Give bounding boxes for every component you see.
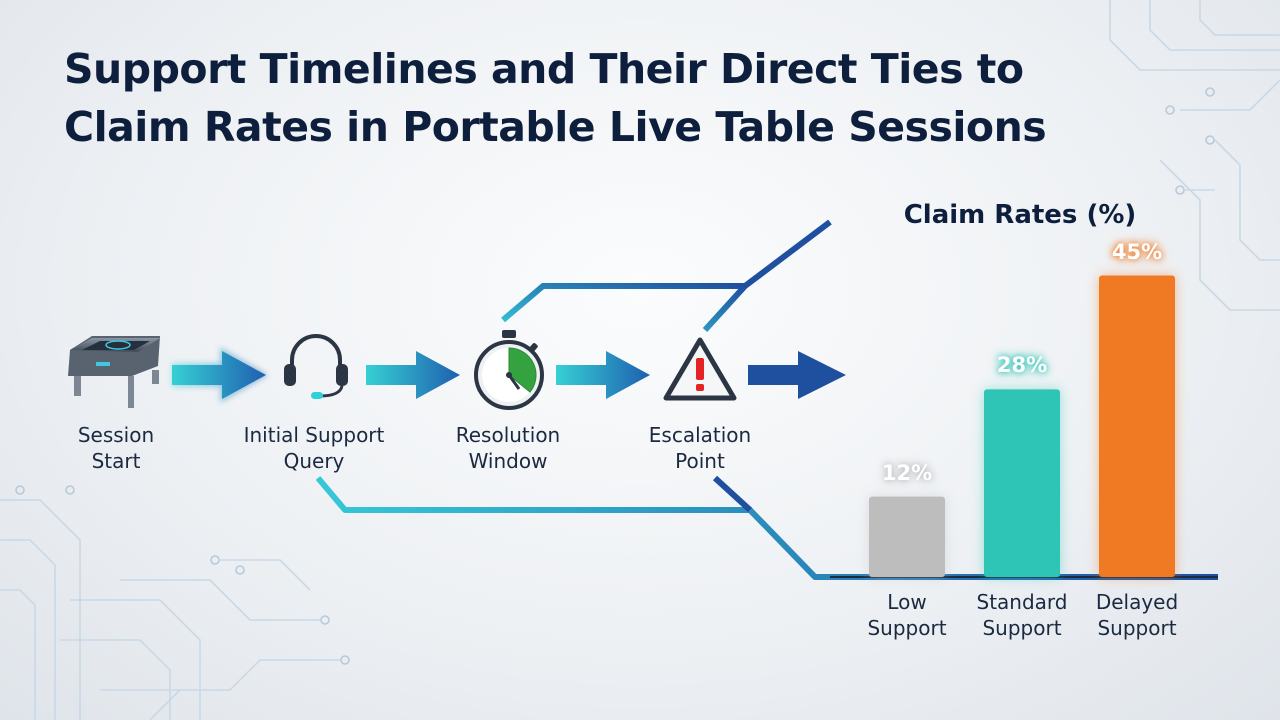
- flow-arrow-1: [172, 347, 268, 403]
- flow-arrow-2: [366, 351, 460, 399]
- category-label-0-line-0: Low: [887, 590, 927, 614]
- step-1-line-2: Start: [91, 449, 141, 473]
- value-label-2: 45%: [1111, 239, 1163, 264]
- step-label-session-start: Session Start: [26, 422, 206, 474]
- headset-icon: [284, 334, 348, 399]
- category-label-1-line-0: Standard: [976, 590, 1068, 614]
- page-title: Support Timelines and Their Direct Ties …: [64, 40, 1224, 156]
- value-label-1: 28%: [996, 353, 1048, 378]
- step-2-line-1: Initial Support: [243, 423, 385, 447]
- portable-table-icon: [68, 336, 160, 408]
- step-3-line-1: Resolution: [455, 423, 561, 447]
- step-label-resolution-window: Resolution Window: [418, 422, 598, 474]
- category-label-2-line-0: Delayed: [1095, 590, 1179, 614]
- escalation-drop-line: [712, 475, 753, 513]
- category-label-2-line-1: Support: [1097, 616, 1177, 640]
- step-3-line-2: Window: [468, 449, 548, 473]
- upper-flow-line-2: [743, 219, 832, 289]
- warning-icon: [663, 337, 737, 401]
- title-line-2: Claim Rates in Portable Live Table Sessi…: [64, 103, 1047, 151]
- step-2-line-2: Query: [283, 449, 345, 473]
- stopwatch-icon: [474, 330, 544, 410]
- step-4-line-1: Escalation: [648, 423, 752, 447]
- step-1-line-1: Session: [77, 423, 155, 447]
- category-label-1-line-1: Support: [982, 616, 1062, 640]
- step-4-line-2: Point: [675, 449, 725, 473]
- flow-arrow-4: [748, 351, 846, 399]
- step-label-escalation-point: Escalation Point: [610, 422, 790, 474]
- value-label-0: 12%: [881, 460, 933, 485]
- step-label-initial-support-query: Initial Support Query: [224, 422, 404, 474]
- title-line-1: Support Timelines and Their Direct Ties …: [64, 45, 1024, 93]
- chart-title: Claim Rates (%): [903, 200, 1137, 230]
- flow-arrow-3: [556, 351, 650, 399]
- upper-flow-line: [501, 283, 748, 333]
- category-label-0-line-1: Support: [867, 616, 947, 640]
- lower-flow-line: [315, 476, 1218, 580]
